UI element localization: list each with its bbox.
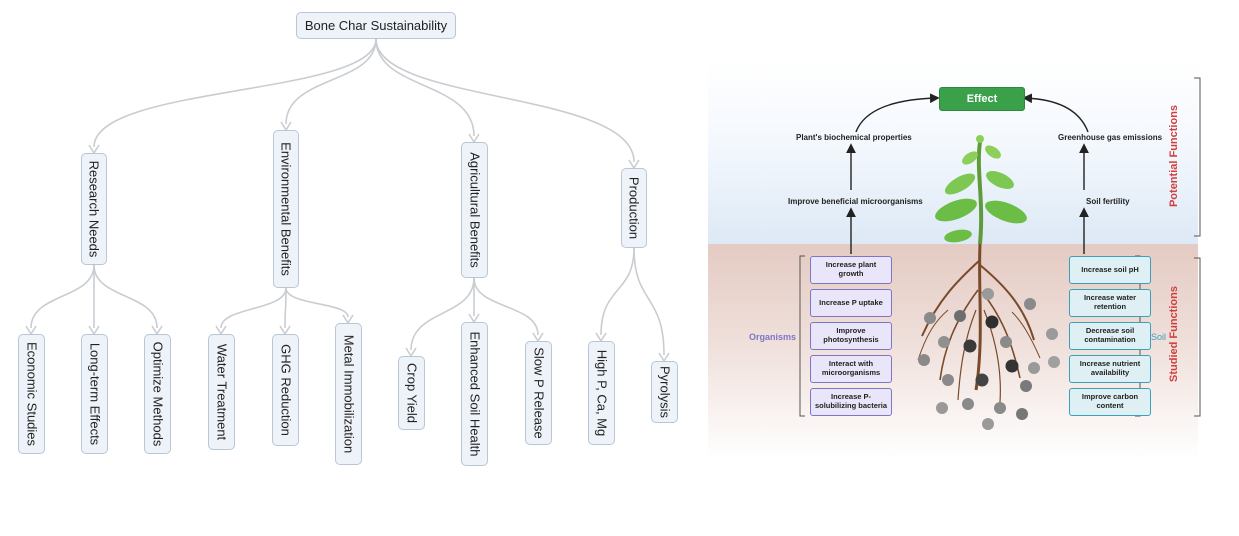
soil-box: Decrease soil contamination (1069, 322, 1151, 350)
leaf-node: Slow P Release (525, 341, 552, 445)
branch-node-agricultural-benefits: Agricultural Benefits (461, 142, 488, 278)
connector-root-branch-0 (93, 38, 377, 148)
connector-branch-2-leaf-0 (410, 277, 475, 351)
connector-root-branch-1 (285, 38, 377, 125)
connector-branch-0-leaf-2 (93, 264, 158, 329)
soil-label: Soil (1151, 332, 1167, 342)
soil-box: Increase soil pH (1069, 256, 1151, 284)
branch-label: Agricultural Benefits (467, 152, 482, 268)
plant-illustration (935, 135, 1027, 245)
leaf-node: GHG Reduction (272, 334, 299, 446)
leaf-label: Long-term Effects (87, 342, 102, 446)
leaf-node: Optimize Methods (144, 334, 171, 454)
studied-functions-label: Studied Functions (1168, 286, 1180, 382)
mind-map-connectors (25, 38, 670, 363)
improve-microorganisms-text: Improve beneficial microorganisms (788, 197, 923, 206)
studied-bracket (1194, 257, 1201, 417)
connector-branch-0-leaf-0 (30, 264, 95, 329)
connector-branch-1-leaf-0 (220, 287, 287, 329)
leaf-node: High P, Ca, Mg (588, 341, 615, 445)
organism-box: Improve photosynthesis (810, 322, 892, 350)
bone-char-function-figure: Effect Plant's biochemical properties Im… (708, 60, 1239, 460)
plant-biochemical-text: Plant's biochemical properties (796, 133, 912, 142)
leaf-node: Pyrolysis (651, 361, 678, 423)
leaf-label: Enhanced Soil Health (467, 331, 482, 457)
leaf-node: Long-term Effects (81, 334, 108, 454)
leaf-label: High P, Ca, Mg (594, 349, 609, 437)
leaf-label: Slow P Release (531, 347, 546, 439)
potential-functions-label: Potential Functions (1168, 104, 1180, 208)
branch-node-production: Production (621, 168, 647, 248)
organisms-label: Organisms (749, 332, 797, 342)
ghg-emissions-text: Greenhouse gas emissions (1058, 133, 1163, 142)
organism-box: Increase P-solubilizing bacteria (810, 388, 892, 416)
organism-box: Increase plant growth (810, 256, 892, 284)
leaf-label: Optimize Methods (150, 341, 165, 447)
bone-char-particles (918, 288, 1060, 430)
connector-branch-1-leaf-1 (284, 287, 287, 329)
leaf-label: Water Treatment (214, 343, 229, 441)
potential-bracket (1194, 77, 1201, 237)
leaf-label: Crop Yield (404, 363, 419, 423)
soil-box: Improve carbon content (1069, 388, 1151, 416)
leaf-label: Pyrolysis (657, 365, 672, 419)
arrow-to-effect-left (855, 93, 940, 133)
effect-box: Effect (939, 87, 1025, 111)
connector-branch-3-leaf-1 (633, 247, 665, 356)
branch-label: Environmental Benefits (278, 142, 294, 276)
organism-box: Interact with microorganisms (810, 355, 892, 383)
leaf-label: Economic Studies (24, 341, 39, 447)
leaf-node: Metal Immobilization (335, 323, 362, 465)
leaf-node: Crop Yield (398, 356, 425, 430)
arrow-to-effect-right (1022, 93, 1089, 133)
leaf-node: Water Treatment (208, 334, 235, 450)
soil-box: Increase nutrient availability (1069, 355, 1151, 383)
leaf-node: Economic Studies (18, 334, 45, 454)
branch-node-environmental-benefits: Environmental Benefits (273, 130, 299, 288)
connector-root-branch-2 (375, 38, 475, 137)
connector-branch-3-leaf-0 (600, 247, 635, 336)
organisms-bracket (799, 255, 805, 417)
root-node: Bone Char Sustainability (296, 12, 456, 39)
leaf-label: GHG Reduction (278, 344, 293, 436)
root-illustration (917, 243, 1041, 403)
soil-fertility-text: Soil fertility (1086, 197, 1130, 206)
organism-box: Increase P uptake (810, 289, 892, 317)
soil-box: Increase water retention (1069, 289, 1151, 317)
connector-branch-1-leaf-2 (285, 287, 349, 318)
connector-root-branch-3 (375, 38, 635, 163)
branch-node-research-needs: Research Needs (81, 153, 107, 265)
figure-graphics (799, 77, 1201, 430)
branch-label: Research Needs (86, 160, 102, 258)
leaf-node: Enhanced Soil Health (461, 322, 488, 466)
branch-label: Production (626, 176, 642, 240)
root-node-label: Bone Char Sustainability (304, 18, 448, 33)
connector-branch-2-leaf-2 (473, 277, 539, 336)
leaf-label: Metal Immobilization (341, 334, 356, 454)
